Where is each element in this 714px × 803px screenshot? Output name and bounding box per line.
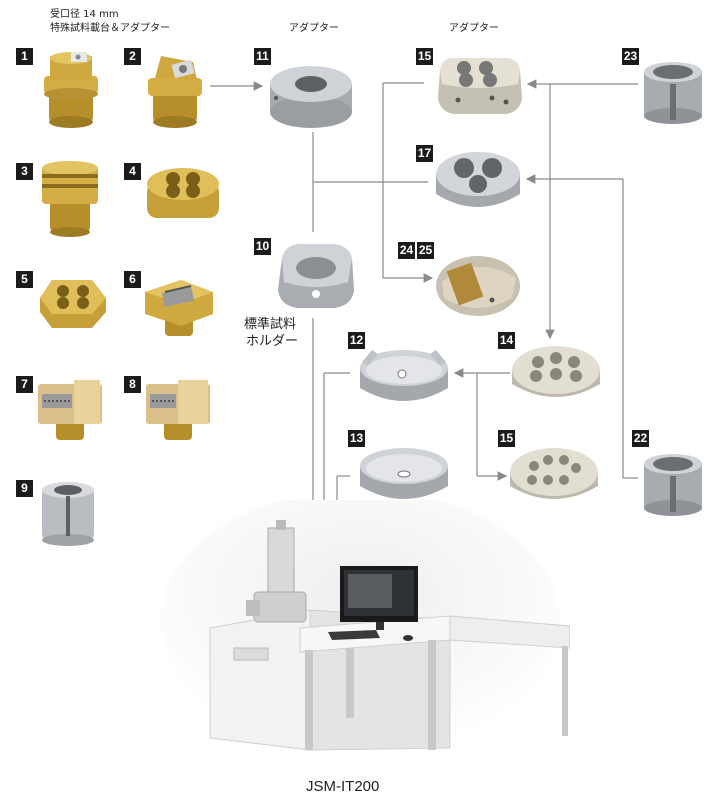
- badge-3: 3: [16, 163, 33, 180]
- badge-10: 10: [254, 238, 271, 255]
- adapter-block-17-image: [438, 58, 522, 114]
- header-special-stage: 特殊試料載台＆アダプター: [50, 23, 170, 34]
- badge-8: 8: [124, 376, 141, 393]
- adapter-three-hole-19-image: [436, 152, 520, 207]
- badge-11: 11: [254, 48, 271, 65]
- adapter-ring-11-image: [270, 66, 352, 128]
- header-adapter-a: アダプター: [289, 23, 339, 34]
- brass-holder-4-image: [147, 168, 219, 218]
- standard-holder-label-line2: ホルダー: [246, 334, 299, 349]
- sem-microscope-image: [160, 500, 570, 751]
- badge-6: 6: [124, 271, 141, 288]
- brass-vise-8-image: [146, 380, 210, 440]
- badge-13: 13: [348, 430, 365, 447]
- badge-25: 25: [417, 242, 434, 259]
- badge-22: 22: [632, 430, 649, 447]
- badge-15: 15: [498, 430, 515, 447]
- brass-holder-3-image: [42, 161, 98, 237]
- sleeve-22-image: [644, 454, 702, 516]
- round-dish-13-image: [360, 448, 448, 499]
- round-dish-12-image: [360, 350, 448, 401]
- badge-23: 23: [622, 48, 639, 65]
- header-adapter-b: アダプター: [449, 23, 499, 34]
- badge-4: 4: [124, 163, 141, 180]
- tilt-holder-24-25-image: [436, 256, 520, 316]
- badge-14: 14: [498, 332, 515, 349]
- sleeve-23-image: [644, 62, 702, 124]
- multi-hole-plate-15-image: [510, 448, 598, 499]
- brass-holder-1-image: [44, 52, 98, 128]
- brass-holder-5-image: [40, 280, 106, 328]
- badge-5: 5: [16, 271, 33, 288]
- badge-12: 12: [348, 332, 365, 349]
- brass-vise-7-image: [38, 380, 102, 440]
- standard-holder-label-line1: 標準試料: [244, 317, 297, 332]
- badge-19: 17: [416, 145, 433, 162]
- multi-hole-plate-14-image: [512, 346, 600, 397]
- badge-24: 24: [398, 242, 415, 259]
- header-receiver-diameter: 受口径 14 mm: [50, 9, 119, 20]
- steel-sleeve-9-image: [42, 482, 94, 546]
- standard-holder-10-image: [278, 244, 354, 308]
- brass-holder-2-image: [148, 56, 202, 128]
- badge-2: 2: [124, 48, 141, 65]
- model-name: JSM-IT200: [306, 778, 380, 795]
- badge-7: 7: [16, 376, 33, 393]
- badge-9: 9: [16, 480, 33, 497]
- badge-1: 1: [16, 48, 33, 65]
- brass-vise-6-image: [145, 280, 213, 336]
- badge-17: 15: [416, 48, 433, 65]
